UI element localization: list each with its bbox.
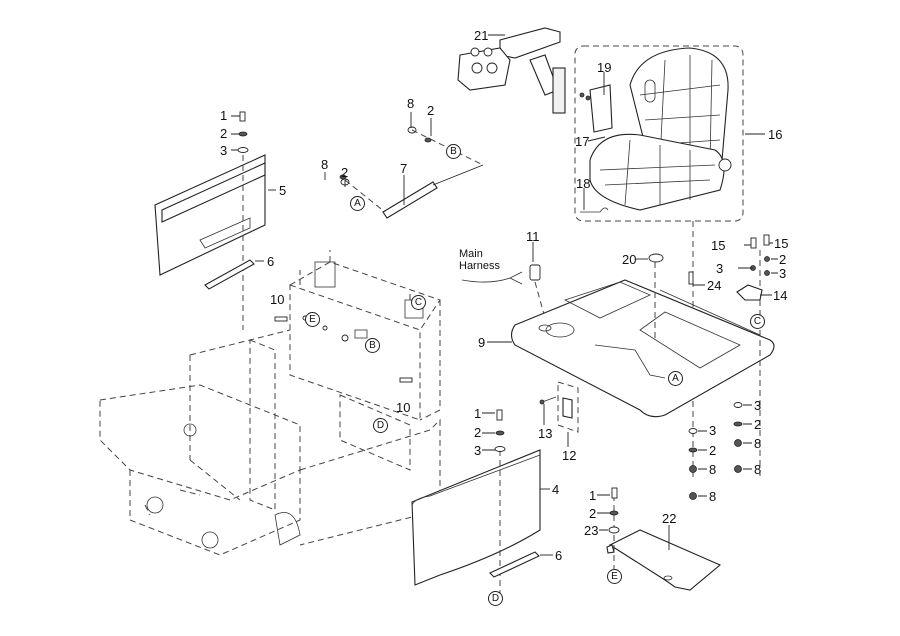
callout-b: B: [446, 144, 461, 159]
part-label-1: 1: [220, 108, 228, 123]
part-label-17: 17: [575, 134, 590, 149]
part-label-8: 8: [754, 462, 762, 477]
callout-d: D: [488, 591, 503, 606]
top-cover-panel: [510, 250, 775, 480]
harness-switch: [461, 264, 546, 319]
part-label-8: 8: [709, 489, 717, 504]
part-label-22: 22: [662, 511, 677, 526]
pin-10-lower: [399, 377, 413, 383]
callout-a: A: [350, 196, 365, 211]
part-label-12: 12: [562, 448, 577, 463]
part-label-3: 3: [220, 143, 228, 158]
part-label-1: 1: [589, 488, 597, 503]
part-label-8: 8: [709, 462, 717, 477]
part-label-2: 2: [220, 126, 228, 141]
part-label-16: 16: [768, 127, 783, 142]
hardware-stack-upper: [237, 111, 249, 153]
part-label-2: 2: [474, 425, 482, 440]
callout-c: C: [411, 295, 426, 310]
part-label-10: 10: [270, 292, 285, 307]
part-label-3: 3: [716, 261, 724, 276]
part-label-3: 3: [474, 443, 482, 458]
part-label-23: 23: [584, 523, 599, 538]
part-label-6: 6: [555, 548, 563, 563]
callout-e: E: [607, 569, 622, 584]
main-harness-label: Main Harness: [459, 248, 500, 272]
hardware-stack-lower: [494, 409, 506, 452]
mounting-bracket-upper: [204, 259, 255, 290]
part-label-13: 13: [538, 426, 553, 441]
part-label-19: 19: [597, 60, 612, 75]
part-label-3: 3: [709, 423, 717, 438]
hardware-right-top: [688, 234, 770, 301]
part-label-2: 2: [779, 252, 787, 267]
part-label-5: 5: [279, 183, 287, 198]
part-label-11: 11: [526, 229, 540, 244]
part-label-18: 18: [576, 176, 591, 191]
hardware-stack-floor: [608, 487, 620, 534]
part-label-15: 15: [711, 238, 726, 253]
hardware-right-stacks: [688, 402, 743, 500]
part-label-10: 10: [396, 400, 411, 415]
part-label-21: 21: [474, 28, 489, 43]
part-label-9: 9: [478, 335, 486, 350]
armrest-control-console: [457, 27, 566, 114]
latch-assembly: [539, 381, 579, 433]
operator-seat: [574, 45, 744, 480]
part-label-7: 7: [400, 161, 408, 176]
part-label-4: 4: [552, 482, 560, 497]
side-cover-upper: [154, 154, 266, 330]
mounting-bracket-lower: [489, 551, 540, 578]
leader-lines: [231, 34, 778, 556]
part-label-2: 2: [754, 417, 762, 432]
part-label-8: 8: [321, 157, 329, 172]
part-label-2: 2: [709, 443, 717, 458]
callout-d: D: [373, 418, 388, 433]
part-label-2: 2: [427, 103, 435, 118]
part-label-3: 3: [754, 398, 762, 413]
callout-a: A: [668, 371, 683, 386]
pin-10-upper: [274, 316, 288, 322]
part-label-3: 3: [779, 266, 787, 281]
callout-e: E: [305, 312, 320, 327]
part-label-15: 15: [774, 236, 789, 251]
part-label-2: 2: [341, 165, 349, 180]
part-label-14: 14: [773, 288, 788, 303]
callout-b: B: [365, 338, 380, 353]
part-label-24: 24: [707, 278, 722, 293]
floor-plate: [606, 495, 722, 591]
main-harness-line2: Harness: [459, 260, 500, 272]
part-label-8: 8: [407, 96, 415, 111]
part-label-8: 8: [754, 436, 762, 451]
part-label-6: 6: [267, 254, 275, 269]
part-label-20: 20: [622, 252, 637, 267]
main-harness-line1: Main: [459, 248, 483, 260]
callout-c: C: [750, 314, 765, 329]
part-label-2: 2: [589, 506, 597, 521]
side-cover-lower: [411, 449, 541, 600]
gas-strut: [339, 126, 484, 219]
chassis-frame: [99, 250, 441, 556]
part-label-1: 1: [474, 406, 482, 421]
